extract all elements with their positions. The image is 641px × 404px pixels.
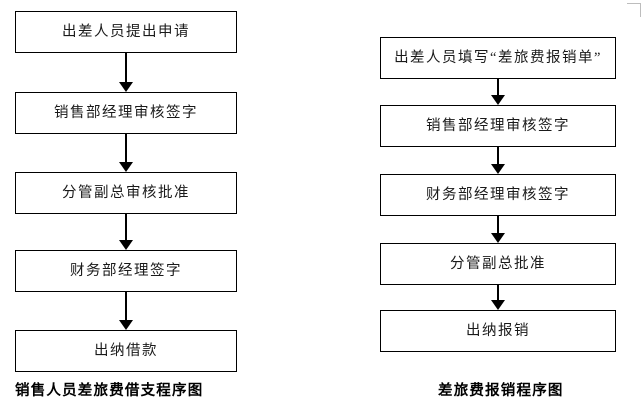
flow-node-label: 出纳报销 xyxy=(466,322,530,339)
flow-connector-down-arrow xyxy=(119,292,133,330)
arrow-head-icon xyxy=(491,233,505,243)
connector-stem xyxy=(497,79,499,95)
flow-node-label: 出差人员填写“差旅费报销单” xyxy=(394,49,602,66)
flow-connector-down-arrow xyxy=(119,134,133,172)
flow-connector-down-arrow xyxy=(491,285,505,310)
flow-node[interactable]: 出纳报销 xyxy=(380,310,616,352)
flow-connector-down-arrow xyxy=(491,147,505,174)
flow-node[interactable]: 财务部经理审核签字 xyxy=(380,174,616,216)
arrow-head-icon xyxy=(119,320,133,330)
flow-node-label: 分管副总批准 xyxy=(450,255,546,272)
right-flowchart: 出差人员填写“差旅费报销单” 销售部经理审核签字 财务部经理审核签字 分管副总批… xyxy=(320,0,641,404)
connector-stem xyxy=(497,216,499,233)
flow-connector-down-arrow xyxy=(119,53,133,92)
connector-stem xyxy=(497,285,499,300)
arrow-head-icon xyxy=(119,240,133,250)
flow-connector-down-arrow xyxy=(491,79,505,105)
flowchart-caption: 差旅费报销程序图 xyxy=(438,383,564,399)
flow-node-label: 分管副总审核批准 xyxy=(62,184,190,201)
flow-node-label: 出纳借款 xyxy=(94,342,158,359)
left-flowchart: 出差人员提出申请 销售部经理审核签字 分管副总审核批准 财务部经理签字 xyxy=(0,0,320,404)
flow-node-label: 出差人员提出申请 xyxy=(62,23,190,40)
flow-node[interactable]: 出差人员提出申请 xyxy=(15,11,237,53)
connector-stem xyxy=(125,214,127,240)
flow-node[interactable]: 财务部经理签字 xyxy=(15,250,237,292)
flow-connector-down-arrow xyxy=(491,216,505,243)
connector-stem xyxy=(497,147,499,164)
flow-node-label: 财务部经理签字 xyxy=(70,262,182,279)
flow-node[interactable]: 销售部经理审核签字 xyxy=(380,105,616,147)
arrow-head-icon xyxy=(491,164,505,174)
flow-node[interactable]: 出纳借款 xyxy=(15,330,237,372)
arrow-head-icon xyxy=(491,95,505,105)
flow-node-label: 销售部经理审核签字 xyxy=(426,117,570,134)
flow-connector-down-arrow xyxy=(119,214,133,250)
connector-stem xyxy=(125,53,127,82)
arrow-head-icon xyxy=(119,82,133,92)
arrow-head-icon xyxy=(491,300,505,310)
flow-node[interactable]: 出差人员填写“差旅费报销单” xyxy=(380,37,616,79)
flow-node-label: 财务部经理审核签字 xyxy=(426,186,570,203)
flow-node[interactable]: 分管副总审核批准 xyxy=(15,172,237,214)
flow-node[interactable]: 分管副总批准 xyxy=(380,243,616,285)
arrow-head-icon xyxy=(119,162,133,172)
flowchart-caption: 销售人员差旅费借支程序图 xyxy=(15,383,204,399)
flow-node-label: 销售部经理审核签字 xyxy=(54,104,198,121)
connector-stem xyxy=(125,134,127,162)
connector-stem xyxy=(125,292,127,320)
flow-node[interactable]: 销售部经理审核签字 xyxy=(15,92,237,134)
